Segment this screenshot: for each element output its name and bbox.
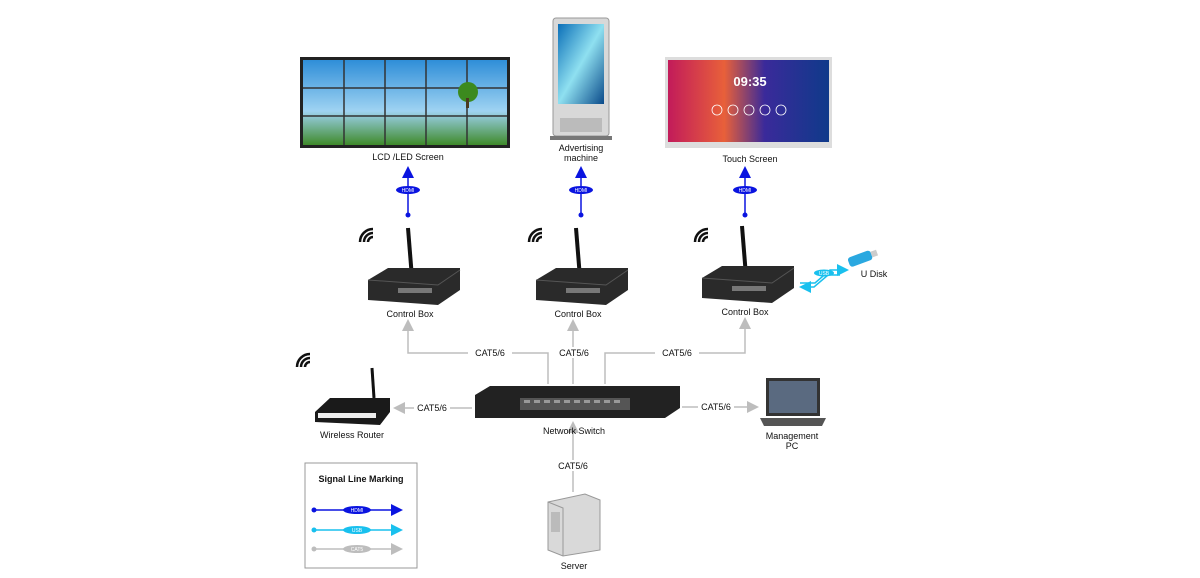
hdmi-links: HDMI HDMI HDMI bbox=[396, 166, 757, 218]
usb-link: USB bbox=[799, 264, 849, 293]
legend-hdmi: HDMI bbox=[311, 504, 403, 516]
control-box-label-2: Control Box bbox=[554, 309, 602, 319]
control-boxes bbox=[367, 225, 795, 305]
lcd-screen-label: LCD /LED Screen bbox=[372, 152, 444, 162]
cat-labels: CAT5/6 CAT5/6 CAT5/6 CAT5/6 CAT5/6 CAT5/… bbox=[414, 347, 734, 471]
legend-cat5: CAT5 bbox=[311, 543, 403, 555]
legend-title: Signal Line Marking bbox=[318, 474, 403, 484]
svg-text:CAT5: CAT5 bbox=[351, 547, 364, 553]
control-box-label-1: Control Box bbox=[386, 309, 434, 319]
advertising-machine-label-1: Advertising bbox=[559, 143, 604, 153]
management-pc bbox=[760, 378, 826, 426]
touch-screen-clock: 09:35 bbox=[733, 74, 766, 89]
svg-text:CAT5/6: CAT5/6 bbox=[558, 461, 588, 471]
svg-text:HDMI: HDMI bbox=[739, 188, 752, 194]
advertising-machine bbox=[550, 17, 612, 140]
touch-screen: 09:35 bbox=[665, 57, 832, 148]
server bbox=[547, 493, 601, 557]
wireless-router bbox=[315, 367, 390, 425]
svg-text:CAT5/6: CAT5/6 bbox=[662, 348, 692, 358]
management-pc-label-2: PC bbox=[786, 441, 799, 451]
svg-text:CAT5/6: CAT5/6 bbox=[559, 348, 589, 358]
svg-text:USB: USB bbox=[352, 528, 363, 534]
u-disk bbox=[847, 249, 879, 267]
svg-text:CAT5/6: CAT5/6 bbox=[417, 403, 447, 413]
legend: Signal Line Marking HDMI USB CAT5 bbox=[304, 462, 418, 569]
control-box-label-3: Control Box bbox=[721, 307, 769, 317]
svg-text:CAT5/6: CAT5/6 bbox=[475, 348, 505, 358]
u-disk-label: U Disk bbox=[861, 269, 888, 279]
wifi-icon bbox=[295, 227, 709, 368]
svg-text:HDMI: HDMI bbox=[351, 508, 364, 514]
svg-text:HDMI: HDMI bbox=[575, 188, 588, 194]
management-pc-label-1: Management bbox=[766, 431, 819, 441]
svg-text:HDMI: HDMI bbox=[402, 188, 415, 194]
lcd-led-screen bbox=[300, 57, 510, 148]
server-label: Server bbox=[561, 561, 588, 571]
network-switch bbox=[475, 386, 680, 418]
legend-usb: USB bbox=[311, 524, 403, 536]
svg-text:USB: USB bbox=[819, 271, 830, 277]
network-switch-label: Network Switch bbox=[543, 426, 605, 436]
touch-screen-label: Touch Screen bbox=[722, 154, 777, 164]
advertising-machine-label-2: machine bbox=[564, 153, 598, 163]
wireless-router-label: Wireless Router bbox=[320, 430, 384, 440]
svg-text:CAT5/6: CAT5/6 bbox=[701, 402, 731, 412]
